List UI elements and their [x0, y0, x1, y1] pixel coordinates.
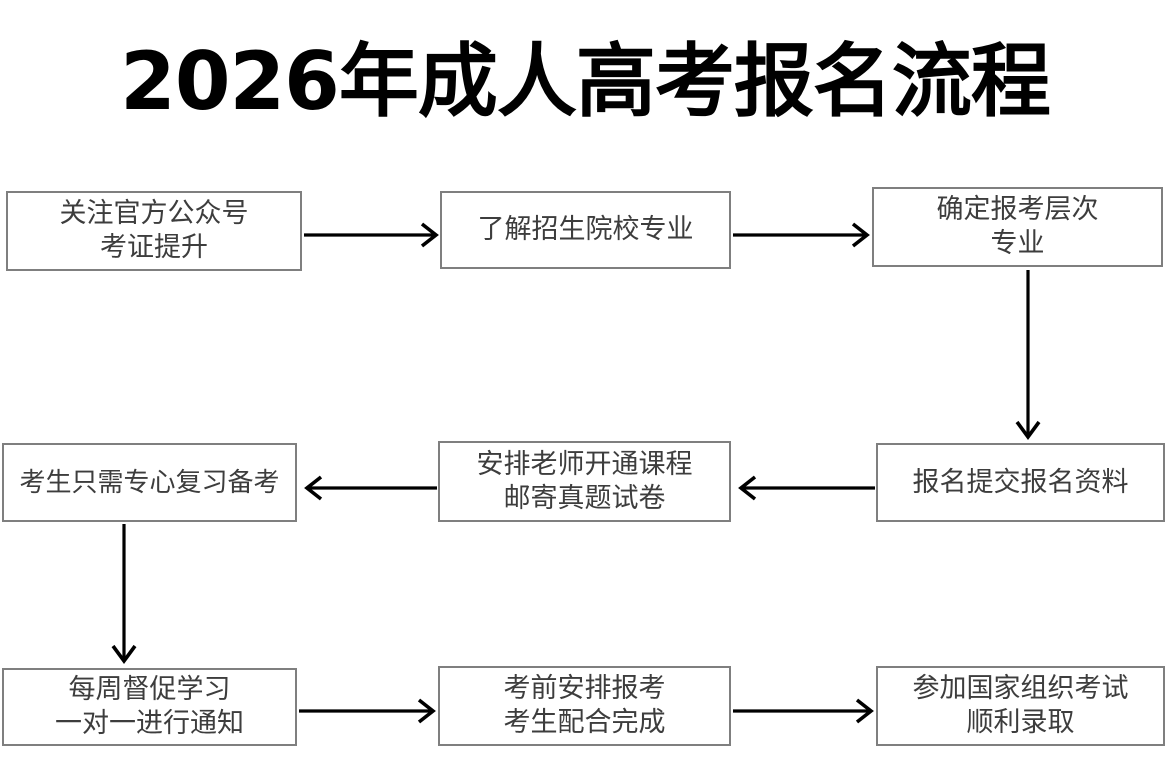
flow-node-label-line2: 顺利录取 — [966, 707, 1075, 738]
flow-node-label-line1: 关注官方公众号 — [59, 198, 249, 229]
arrow-down-icon-node4-to-node7 — [111, 524, 137, 665]
flow-node-label-line2: 考证提升 — [100, 232, 208, 263]
flow-node-label-line1: 考生只需专心复习备考 — [19, 467, 280, 498]
flow-node-label-line1: 了解招生院校专业 — [477, 214, 694, 245]
flow-node-label-line1: 安排老师开通课程 — [476, 448, 693, 480]
flow-node-label-line1: 每周督促学习 — [68, 674, 231, 705]
flow-node-label-line1: 报名提交报名资料 — [912, 466, 1129, 498]
arrow-right-icon-node2-to-node3 — [733, 222, 870, 248]
flow-node-label-line2: 专业 — [990, 228, 1045, 259]
flow-node-label-line2: 一对一进行通知 — [55, 708, 244, 739]
flow-node-take-national-exam-admission[interactable]: 参加国家组织考试 顺利录取 — [876, 666, 1165, 746]
flow-node-label-line1: 参加国家组织考试 — [912, 673, 1129, 704]
arrow-left-icon-node6-to-node5 — [738, 475, 875, 501]
flow-node-weekly-study-supervision[interactable]: 每周督促学习 一对一进行通知 — [2, 668, 297, 746]
arrow-right-icon-node8-to-node9 — [733, 698, 874, 724]
arrow-right-icon-node7-to-node8 — [299, 698, 436, 724]
flow-node-learn-schools-majors[interactable]: 了解招生院校专业 — [440, 191, 731, 269]
flow-node-label-line1: 考前安排报考 — [503, 673, 666, 704]
flow-node-submit-registration-materials[interactable]: 报名提交报名资料 — [876, 443, 1165, 522]
flow-node-follow-official-account[interactable]: 关注官方公众号 考证提升 — [6, 191, 302, 271]
flow-node-label-line2: 邮寄真题试卷 — [503, 482, 666, 514]
arrow-left-icon-node5-to-node4 — [304, 475, 437, 501]
arrow-right-icon-node1-to-node2 — [304, 222, 439, 248]
flow-node-confirm-level-major[interactable]: 确定报考层次 专业 — [872, 187, 1163, 267]
page-title: 2026年成人高考报名流程 — [120, 35, 1051, 128]
arrow-down-icon-node3-to-node6 — [1015, 270, 1041, 441]
flow-node-label-line2: 考生配合完成 — [503, 707, 666, 738]
flow-node-focus-on-review[interactable]: 考生只需专心复习备考 — [2, 443, 297, 522]
flow-node-label-line1: 确定报考层次 — [936, 194, 1099, 225]
flow-node-teacher-course-mail-papers[interactable]: 安排老师开通课程 邮寄真题试卷 — [438, 441, 731, 522]
flow-node-pre-exam-arrangement[interactable]: 考前安排报考 考生配合完成 — [438, 666, 731, 746]
